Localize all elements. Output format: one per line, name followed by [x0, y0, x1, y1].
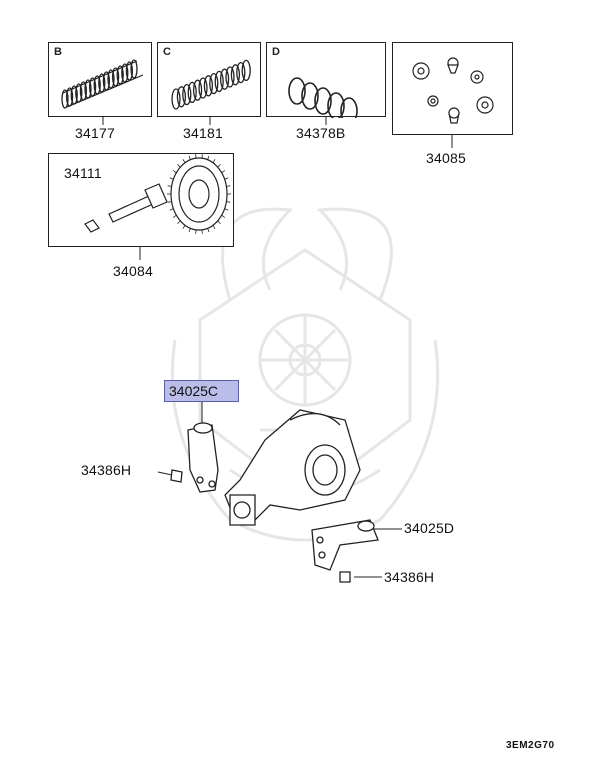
part-number-34111[interactable]: 34111	[64, 165, 102, 181]
part-number-34177[interactable]: 34177	[75, 125, 115, 141]
part-number-34386H-left[interactable]: 34386H	[81, 462, 132, 478]
part-number-34085[interactable]: 34085	[426, 150, 466, 166]
part-number-34025D[interactable]: 34025D	[404, 520, 455, 536]
coil-spring-icon	[61, 59, 144, 109]
coil-spring-icon	[171, 59, 251, 110]
part-number-34181[interactable]: 34181	[183, 125, 223, 141]
part-number-34084[interactable]: 34084	[113, 263, 153, 279]
ring-pinion-gear-icon	[84, 154, 231, 234]
part-box-34084	[48, 153, 234, 247]
part-box-34177: B	[48, 42, 152, 117]
part-box-34378B: D	[266, 42, 386, 125]
part-number-34378B[interactable]: 34378B	[296, 125, 346, 141]
box-letter: B	[54, 46, 62, 58]
diagram-code: 3EM2G70	[506, 740, 555, 751]
differential-gears-icon	[412, 57, 494, 124]
part-number-34025C[interactable]: 34025C	[164, 380, 239, 402]
part-box-34181: C	[157, 42, 261, 117]
box-letter: C	[163, 46, 171, 58]
box-letter: D	[272, 46, 280, 58]
part-box-34085	[392, 42, 513, 135]
part-number-34386H-right[interactable]: 34386H	[384, 569, 435, 585]
